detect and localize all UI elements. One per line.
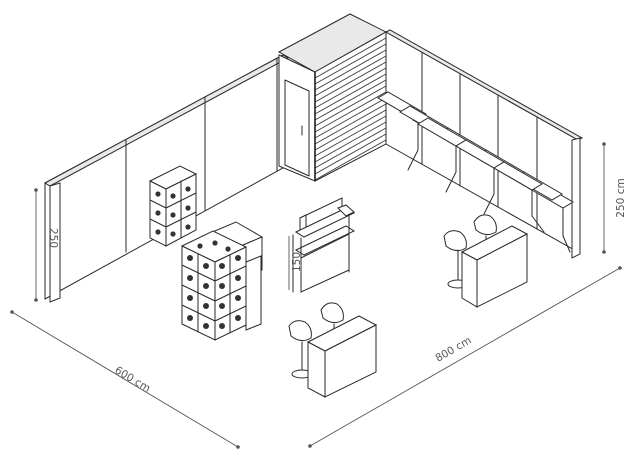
dimension-wall-height-right bbox=[602, 142, 606, 254]
dimension-depth bbox=[10, 310, 240, 449]
rack-height-label: 150 bbox=[291, 252, 303, 272]
dimension-wall-height-left bbox=[34, 188, 38, 302]
chair-group-right bbox=[443, 214, 529, 308]
wall-shelves bbox=[377, 91, 574, 253]
slatted-panel bbox=[314, 37, 387, 181]
storage-room bbox=[277, 13, 388, 182]
depth-label: 600 cm bbox=[112, 364, 152, 395]
cube-shelf-tall bbox=[180, 230, 262, 341]
length-label: 800 cm bbox=[434, 335, 474, 365]
wall-height-right-label: 250 cm bbox=[615, 178, 627, 217]
dimension-length bbox=[308, 266, 622, 448]
cube-shelf-small bbox=[148, 165, 198, 247]
display-rack bbox=[292, 197, 356, 293]
wall-height-left-label: 250 bbox=[47, 228, 59, 248]
right-back-wall bbox=[384, 29, 584, 259]
chair-group-front bbox=[288, 302, 378, 398]
